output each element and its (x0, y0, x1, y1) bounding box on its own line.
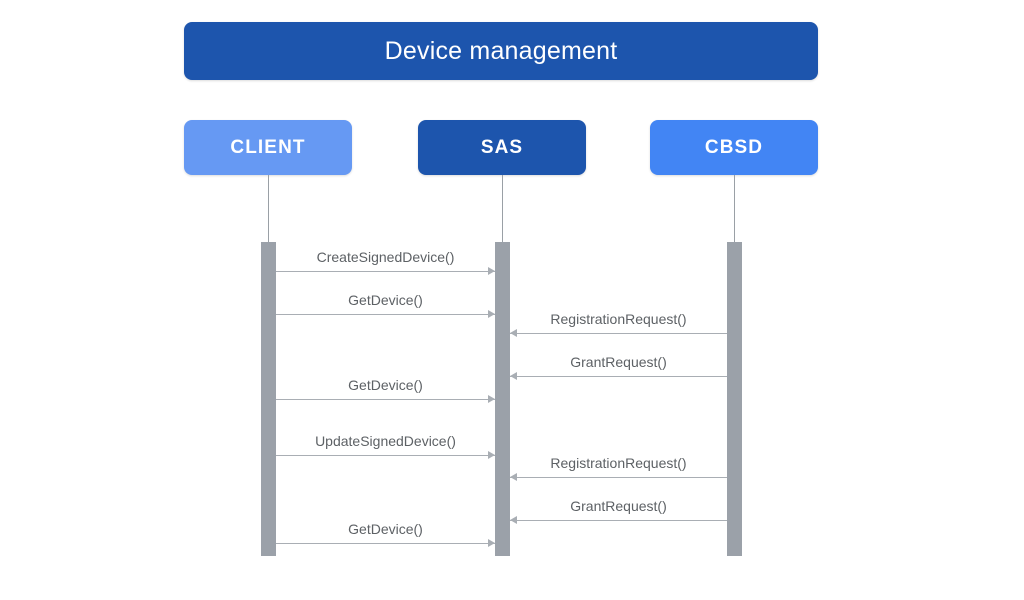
message-label: UpdateSignedDevice() (315, 433, 456, 449)
arrow-head-left-icon (510, 516, 517, 525)
message-line (510, 519, 727, 521)
participant-label-client: CLIENT (230, 136, 306, 158)
message-registration-request-2[interactable]: RegistrationRequest() (510, 444, 727, 482)
participant-box-sas[interactable]: SAS (418, 120, 586, 175)
message-line (276, 313, 495, 315)
message-registration-request-1[interactable]: RegistrationRequest() (510, 300, 727, 338)
activation-bar-cbsd (727, 242, 742, 556)
message-line (276, 542, 495, 544)
message-label: GetDevice() (348, 292, 423, 308)
participant-box-client[interactable]: CLIENT (184, 120, 352, 175)
participant-label-sas: SAS (480, 136, 524, 158)
diagram-title-banner: Device management (184, 22, 818, 80)
arrow-head-right-icon (488, 395, 495, 404)
lifeline-client (268, 175, 269, 242)
message-grant-request-2[interactable]: GrantRequest() (510, 487, 727, 525)
message-get-device-1[interactable]: GetDevice() (276, 281, 495, 319)
lifeline-cbsd (734, 175, 735, 242)
message-get-device-2[interactable]: GetDevice() (276, 366, 495, 404)
message-label: GetDevice() (348, 521, 423, 537)
message-label: GetDevice() (348, 377, 423, 393)
arrow-head-right-icon (488, 451, 495, 460)
message-create-signed-device[interactable]: CreateSignedDevice() (276, 238, 495, 276)
arrow-head-left-icon (510, 372, 517, 381)
message-line (276, 270, 495, 272)
arrow-head-left-icon (510, 473, 517, 482)
page-title: Device management (384, 36, 618, 65)
participant-label-cbsd: CBSD (704, 136, 764, 158)
arrow-head-left-icon (510, 329, 517, 338)
message-label: GrantRequest() (570, 498, 667, 514)
message-grant-request-1[interactable]: GrantRequest() (510, 343, 727, 381)
arrow-head-right-icon (488, 539, 495, 548)
message-line (510, 476, 727, 478)
message-label: GrantRequest() (570, 354, 667, 370)
message-update-signed-device[interactable]: UpdateSignedDevice() (276, 422, 495, 460)
arrow-head-right-icon (488, 310, 495, 319)
message-line (276, 398, 495, 400)
lifeline-sas (502, 175, 503, 242)
message-label: RegistrationRequest() (550, 311, 687, 327)
activation-bar-sas (495, 242, 510, 556)
participant-box-cbsd[interactable]: CBSD (650, 120, 818, 175)
activation-bar-client (261, 242, 276, 556)
message-line (510, 332, 727, 334)
message-label: RegistrationRequest() (550, 455, 687, 471)
message-line (510, 375, 727, 377)
message-line (276, 454, 495, 456)
message-get-device-3[interactable]: GetDevice() (276, 510, 495, 548)
message-label: CreateSignedDevice() (316, 249, 455, 265)
arrow-head-right-icon (488, 267, 495, 276)
